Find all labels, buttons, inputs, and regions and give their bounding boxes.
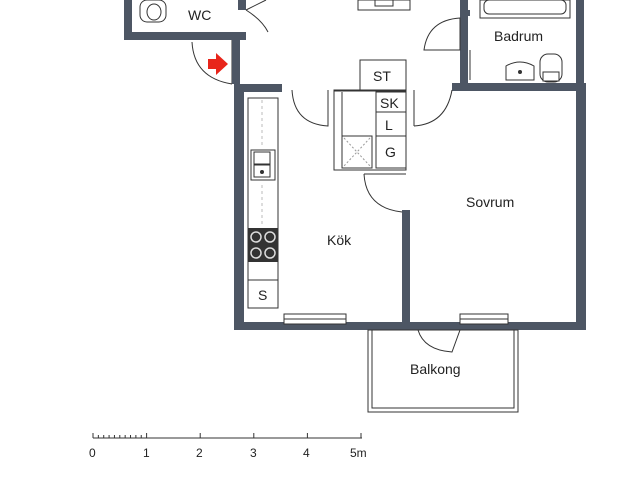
s-cabinet: [247, 279, 279, 309]
ventilation-icon: [341, 135, 373, 169]
entrance-wall-stub: [232, 40, 240, 84]
stove-icon: [248, 228, 278, 262]
wall-badrum-sovrum: [452, 83, 584, 91]
wall-bottom-left: [234, 322, 414, 330]
badrum-wall-top: [460, 10, 470, 16]
s-label: S: [258, 287, 267, 303]
kitchen-wall-top: [234, 84, 282, 92]
kitchen-sink-icon: [250, 149, 276, 181]
sovrum-wall-right: [576, 83, 586, 330]
balcony-door-swing: [417, 329, 461, 353]
wc-door-swing: [245, 0, 269, 33]
sovrum-wall-bottom: [406, 322, 586, 330]
balcony-outline: [367, 329, 519, 413]
kok-label: Kök: [327, 232, 352, 248]
wall-kitchen-sovrum: [402, 210, 410, 330]
closet-st: [359, 59, 407, 91]
kok-area: S Kök: [234, 84, 352, 330]
balkong-label: Balkong: [410, 361, 461, 377]
wc-label: WC: [188, 7, 211, 23]
toilet-icon: [539, 53, 563, 83]
scale-tick-label-0: 0: [89, 446, 96, 460]
scale-bar: 0 1 2 3 4 5m: [89, 433, 367, 460]
sovrum-label: Sovrum: [466, 194, 514, 210]
scale-tick-label-4: 4: [303, 446, 310, 460]
badrum-area: Badrum: [423, 0, 584, 86]
washbasin-icon: [505, 61, 535, 81]
entrance: [191, 40, 240, 85]
g-label: G: [385, 144, 396, 160]
balkong-area: Balkong: [367, 329, 519, 413]
scale-tick-label-1: 1: [143, 446, 150, 460]
badrum-wall-right: [576, 0, 584, 86]
wc-toilet-icon: [139, 0, 167, 23]
badrum-door-swing: [423, 17, 461, 51]
closets: ST SK L G: [333, 59, 453, 171]
kitchen-wall-left: [234, 84, 244, 330]
closet-g: [375, 135, 407, 169]
scale-ticks: [92, 433, 362, 438]
sk-label: SK: [380, 95, 399, 111]
sovrum-door-swing: [363, 173, 403, 213]
wc-area: WC: [124, 0, 269, 40]
scale-tick-label-2: 2: [196, 446, 203, 460]
scale-tick-label-5: 5m: [350, 446, 367, 460]
wc-wall-bottom: [124, 32, 246, 40]
kitchen-counter: [247, 97, 279, 309]
badrum-wall-left: [460, 0, 468, 86]
st-label: ST: [373, 68, 391, 84]
red-arrow-icon: [208, 53, 228, 75]
kitchen-door-swing: [291, 89, 329, 127]
badrum-label: Badrum: [494, 28, 543, 44]
scale-tick-label-3: 3: [250, 446, 257, 460]
wc-wall-right: [238, 0, 246, 10]
sovrum-area: Sovrum: [363, 83, 586, 330]
closet-door-swing-right: [413, 89, 453, 127]
entrance-door-swing: [191, 41, 233, 85]
l-label: L: [385, 117, 393, 133]
wc-wall-left: [124, 0, 132, 40]
